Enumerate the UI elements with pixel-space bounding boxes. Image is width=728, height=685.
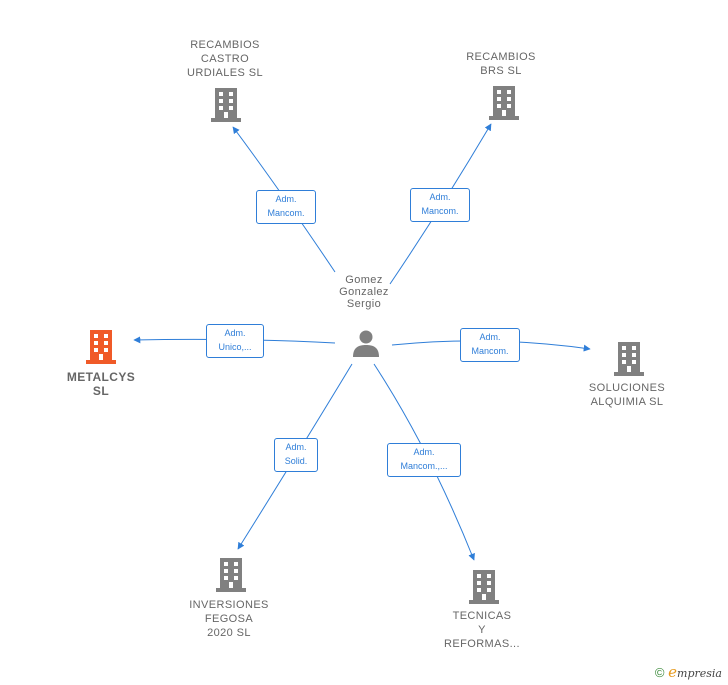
building-icon-metalcys[interactable]: [86, 330, 116, 364]
person-icon[interactable]: [351, 328, 381, 358]
relation-label-recambios-brs[interactable]: Adm. Mancom.: [410, 188, 470, 222]
company-label-soluciones-alquimia[interactable]: SOLUCIONES ALQUIMIA SL: [588, 382, 666, 408]
brand-logo: empresia: [668, 663, 722, 681]
company-label-metalcys[interactable]: METALCYS SL: [66, 370, 136, 398]
relation-label-metalcys[interactable]: Adm. Unico,...: [206, 324, 264, 358]
relation-label-recambios-castro[interactable]: Adm. Mancom.: [256, 190, 316, 224]
copyright-footer: © empresia: [655, 663, 722, 681]
relation-label-tecnicas-reformas[interactable]: Adm. Mancom.,...: [387, 443, 461, 477]
company-label-tecnicas-reformas[interactable]: TECNICAS Y REFORMAS...: [444, 610, 520, 650]
copyright-symbol: ©: [654, 665, 665, 680]
building-icon-soluciones-alquimia[interactable]: [614, 342, 644, 376]
center-person-label: Gomez Gonzalez Sergio: [339, 274, 389, 310]
company-label-recambios-brs[interactable]: RECAMBIOS BRS SL: [466, 51, 536, 77]
building-icon-recambios-brs[interactable]: [489, 86, 519, 120]
company-label-inversiones-fegosa[interactable]: INVERSIONES FEGOSA 2020 SL: [189, 599, 269, 639]
building-icon-recambios-castro[interactable]: [211, 88, 241, 122]
relation-label-soluciones-alquimia[interactable]: Adm. Mancom.: [460, 328, 520, 362]
relation-label-inversiones-fegosa[interactable]: Adm. Solid.: [274, 438, 318, 472]
building-icon-tecnicas-reformas[interactable]: [469, 570, 499, 604]
company-label-recambios-castro[interactable]: RECAMBIOS CASTRO URDIALES SL: [187, 39, 263, 79]
building-icon-inversiones-fegosa[interactable]: [216, 558, 246, 592]
